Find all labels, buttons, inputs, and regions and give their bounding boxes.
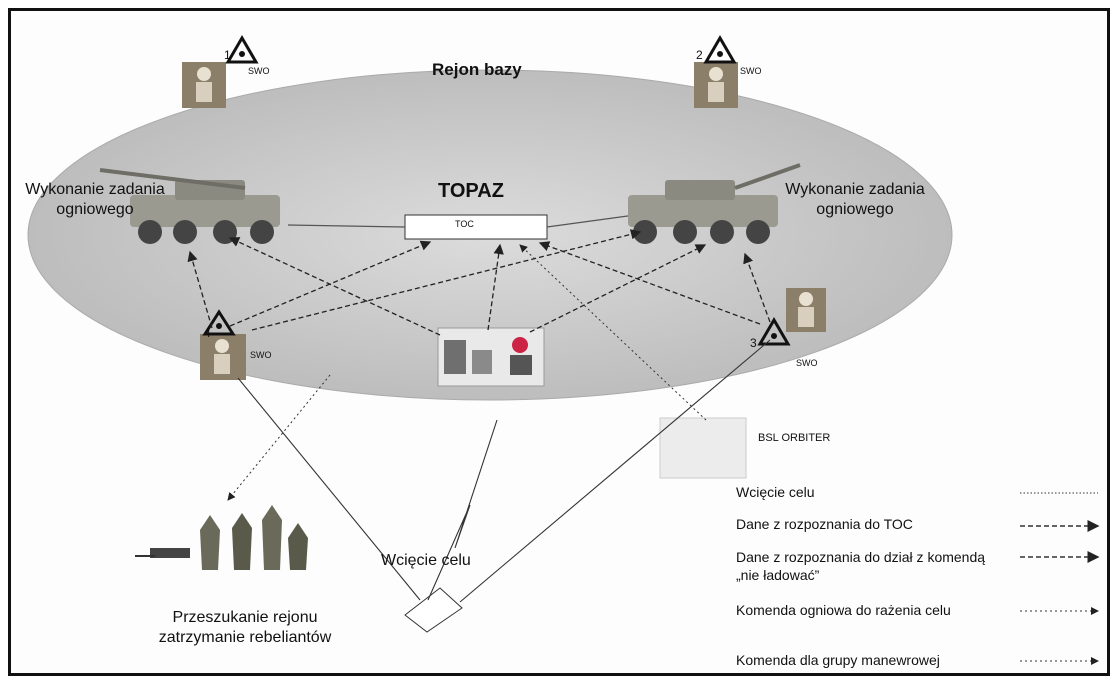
post-2-number: 2: [696, 48, 703, 62]
link-right-gun-toc: [546, 214, 636, 228]
fire-task-right-label: Wykonanie zadania ogniowego: [785, 181, 925, 218]
dotted-arrow-lines: [227, 244, 707, 501]
legend-item-fire-command: Komenda ogniowa do rażenia celu: [736, 602, 951, 618]
post-2-code: SWO: [740, 66, 762, 76]
post-1-code: SWO: [248, 66, 270, 76]
uav-label: BSL ORBITER: [758, 432, 831, 444]
target-lines: [237, 339, 771, 603]
uav-image: [659, 417, 747, 479]
post-4-code: SWO: [250, 350, 272, 360]
link-left-gun-toc: [287, 224, 406, 228]
post-1-icon: [182, 35, 259, 108]
search-area-label: Przeszukanie rejonu zatrzymanie rebelian…: [158, 609, 332, 646]
legend-item-recon-guns: Dane z rozpoznania do dział z komendą „n…: [736, 549, 986, 583]
toc-label: TOC: [455, 219, 474, 229]
post-3-number: 3: [750, 336, 757, 350]
toc-box: [404, 214, 548, 240]
legend-item-target: Wcięcie celu: [736, 484, 815, 500]
post-2-icon: [694, 35, 738, 108]
post-4-icon: [200, 309, 246, 380]
target-label: Wcięcie celu: [381, 552, 471, 569]
legend-item-recon-toc: Dane z rozpoznania do TOC: [736, 516, 913, 532]
legend-item-maneuver-command: Komenda dla grupy manewrowej: [736, 652, 940, 668]
fire-task-left-label: Wykonanie zadania ogniowego: [25, 181, 165, 218]
recon-team-image: [437, 327, 545, 387]
target-diamond: [404, 587, 463, 633]
post-3-icon: [757, 288, 826, 346]
post-1-number: 1: [224, 48, 231, 62]
base-area-title: Rejon bazy: [432, 60, 522, 79]
post-4-number: 4: [204, 326, 211, 340]
topaz-label: TOPAZ: [438, 180, 504, 202]
maneuver-group-image: [135, 505, 308, 570]
legend-lines: [1020, 492, 1100, 665]
dashed-arrow-lines: [187, 229, 771, 336]
post-3-code: SWO: [796, 358, 818, 368]
